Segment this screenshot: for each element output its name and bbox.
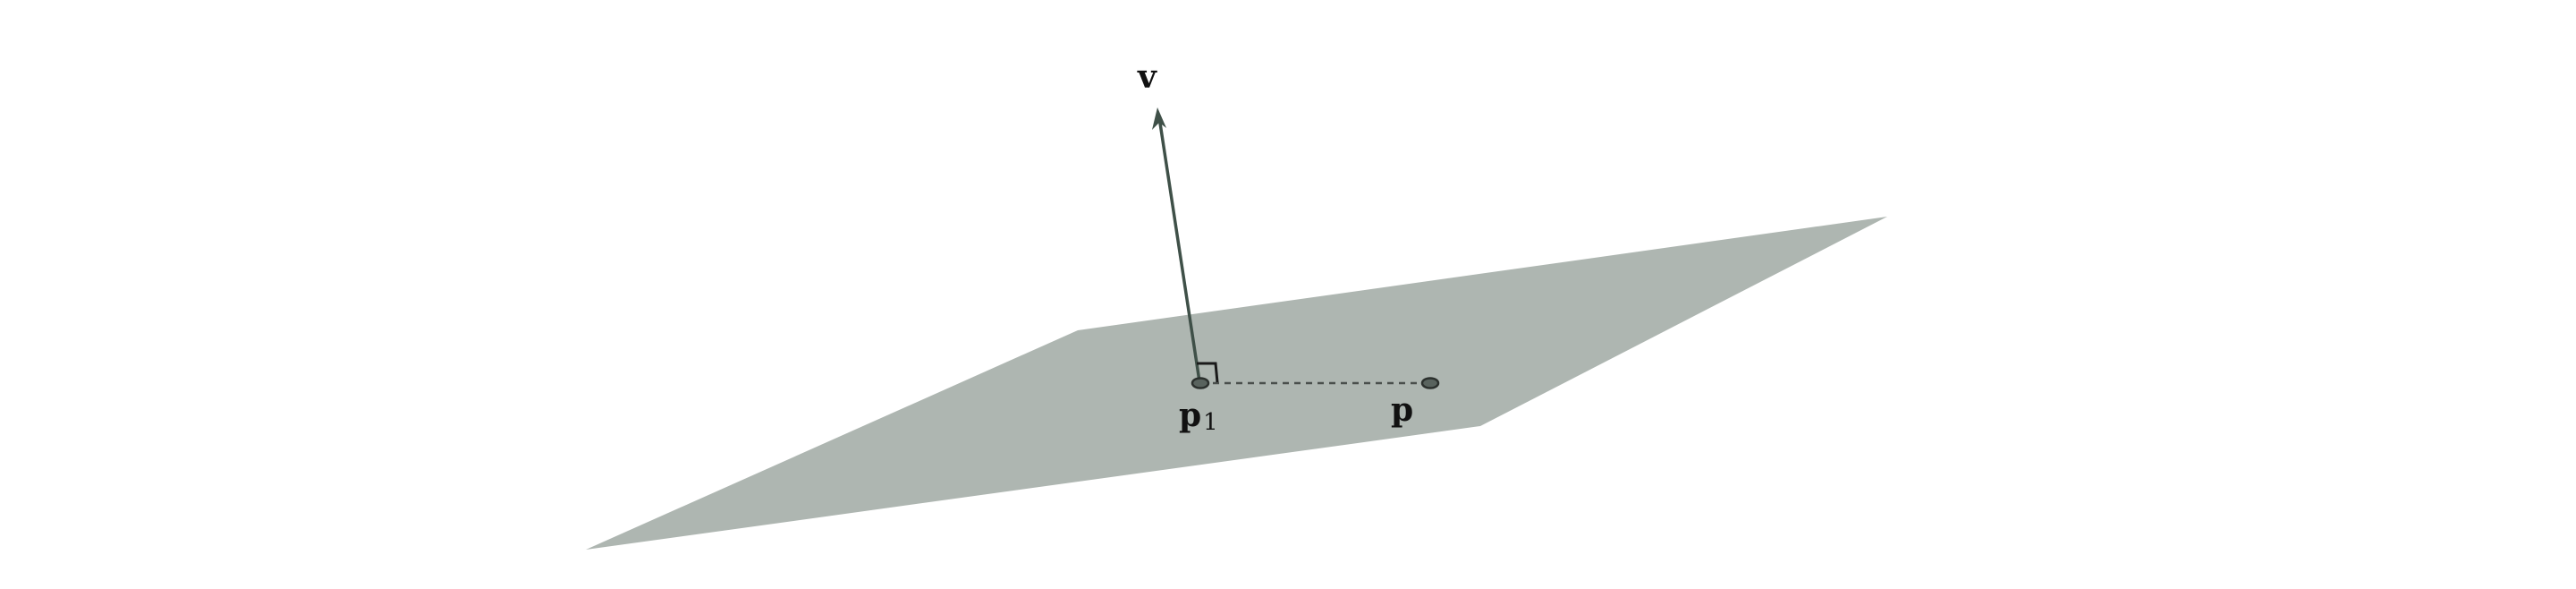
point-p1 bbox=[1191, 377, 1210, 389]
normal-vector-shaft bbox=[1157, 116, 1201, 382]
label-p1-subscript: 1 bbox=[1203, 409, 1218, 436]
label-p1-letter: p bbox=[1179, 397, 1201, 434]
right-angle-marker bbox=[1197, 362, 1219, 383]
label-p1: p1 bbox=[1179, 397, 1218, 436]
normal-vector-arrowhead bbox=[1152, 107, 1166, 130]
label-p: p bbox=[1391, 391, 1413, 429]
point-p bbox=[1420, 377, 1440, 389]
label-v: v bbox=[1137, 58, 1157, 96]
